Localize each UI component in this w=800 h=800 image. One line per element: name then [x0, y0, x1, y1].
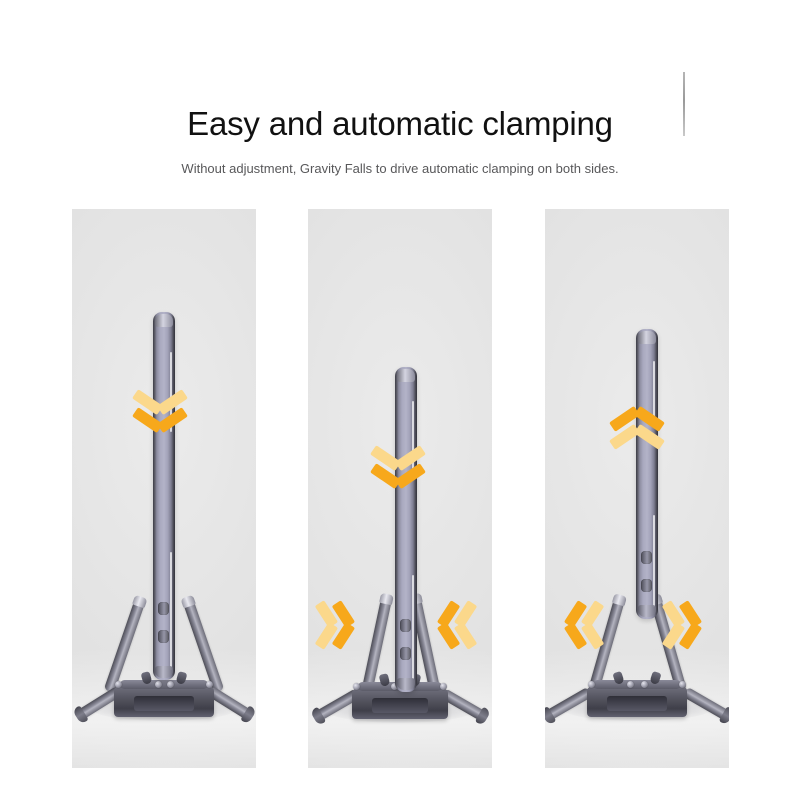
stand-leg-left-pad — [379, 592, 394, 606]
stand-pivot-left — [588, 681, 595, 688]
down-arrow — [368, 445, 430, 509]
stand-pivot-center-left — [391, 683, 398, 690]
stand-foot-right — [718, 706, 729, 726]
phone-stand — [545, 209, 729, 768]
phone-volume-up-button — [158, 602, 169, 615]
stand-foot-left — [72, 705, 89, 725]
stand-pivot-center-right — [167, 681, 174, 688]
phone-volume-down-button — [400, 647, 411, 660]
phone-screen-seam-lower — [412, 575, 414, 679]
illustration-scene — [72, 209, 256, 768]
stand-base-cutout — [372, 698, 428, 713]
phone-screen-seam — [170, 352, 172, 432]
phone-device — [395, 367, 417, 692]
phone-bottom-edge — [638, 605, 656, 617]
phone-volume-up-button — [641, 551, 652, 564]
stand-base-cutout — [607, 696, 667, 711]
phone-device — [636, 329, 658, 619]
phone-screen-seam — [653, 361, 655, 427]
phone-screen-seam-lower — [653, 515, 655, 607]
stand-foot-right — [474, 706, 492, 726]
stand-foot-arm-left — [545, 686, 593, 726]
phone-volume-up-button — [400, 619, 411, 632]
stand-foot-arm-right — [682, 686, 729, 726]
illustration-scene — [308, 209, 492, 768]
stand-pivot-center-left — [155, 681, 162, 688]
stand-leg-left-pad — [132, 594, 148, 609]
phone-bottom-edge — [397, 678, 415, 690]
panel-phone-seated-clamping — [308, 209, 492, 768]
phone-stand — [72, 209, 256, 768]
panel-phone-approaching-open-stand — [72, 209, 256, 768]
clamp-right-arrow — [428, 599, 478, 652]
stand-pivot-right — [679, 681, 686, 688]
phone-screen-seam — [412, 401, 414, 473]
stand-leg-right-pad — [180, 594, 196, 609]
phone-device — [153, 312, 175, 680]
accent-rule — [683, 72, 685, 136]
phone-volume-down-button — [158, 630, 169, 643]
page-subtitle: Without adjustment, Gravity Falls to dri… — [181, 161, 619, 176]
phone-top-edge — [155, 314, 173, 327]
stand-pivot-center-left — [627, 681, 634, 688]
stand-pivot-left — [353, 683, 360, 690]
stand-hinge-bar — [593, 680, 681, 689]
stand-hinge-bar — [120, 680, 208, 689]
phone-top-edge — [638, 331, 656, 344]
down-arrow — [130, 389, 192, 453]
page-title: Easy and automatic clamping — [187, 105, 613, 142]
panel-row — [0, 209, 800, 769]
release-left-arrow — [561, 599, 607, 652]
phone-bottom-edge — [155, 666, 173, 678]
stand-pivot-right — [206, 681, 213, 688]
panel-phone-lifting-releasing — [545, 209, 729, 768]
phone-top-edge — [397, 369, 415, 382]
stand-foot-right — [240, 705, 256, 725]
up-arrow — [607, 405, 669, 453]
stand-pivot-right — [440, 683, 447, 690]
release-right-arrow — [661, 599, 713, 652]
stand-foot-left — [309, 706, 327, 726]
stand-pivot-center-right — [641, 681, 648, 688]
stand-pivot-left — [115, 681, 122, 688]
stand-leg-left-pad — [611, 593, 628, 607]
stand-foot-left — [545, 706, 557, 726]
header: Easy and automatic clamping Without adju… — [0, 0, 800, 200]
clamp-left-arrow — [314, 599, 372, 652]
phone-screen-seam-lower — [170, 552, 172, 670]
stand-base-cutout — [134, 696, 194, 711]
phone-volume-down-button — [641, 579, 652, 592]
illustration-scene — [545, 209, 729, 768]
